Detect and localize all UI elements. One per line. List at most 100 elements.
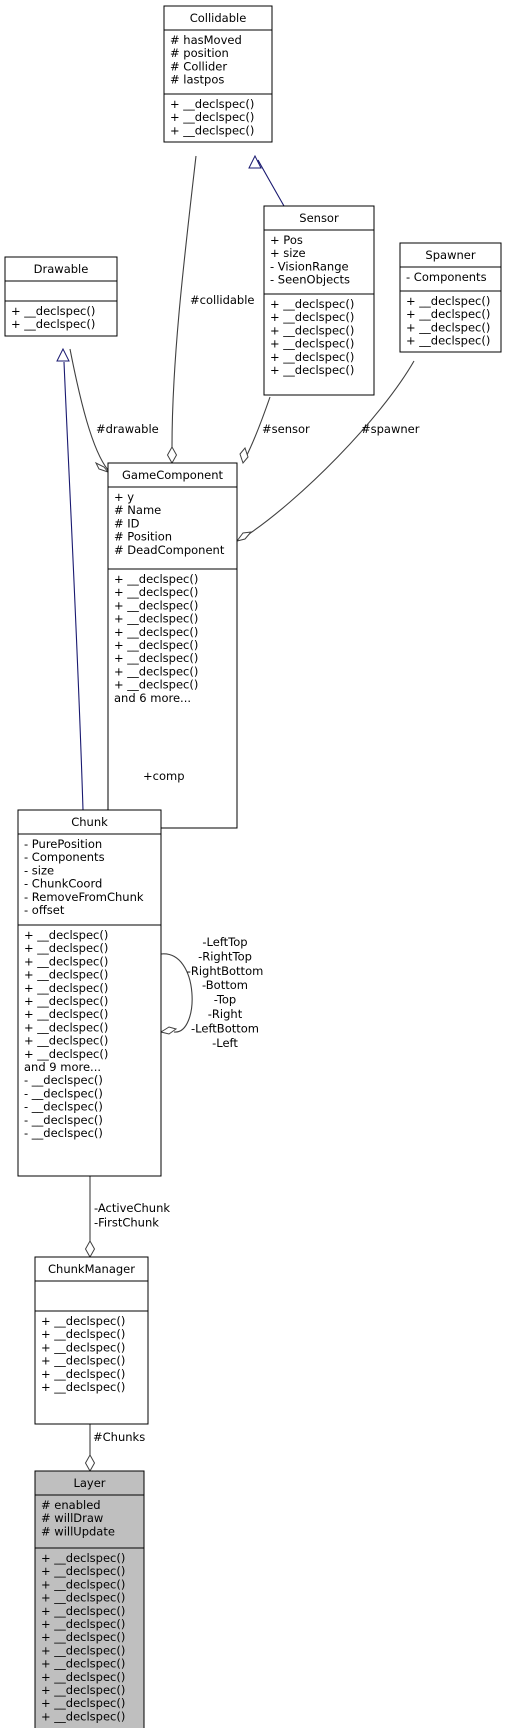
class-layer: Layer# enabled# willDraw# willUpdate+ __… bbox=[34, 1470, 145, 1728]
relation-label: #sensor bbox=[262, 422, 310, 436]
class-method: + __declspec() bbox=[41, 1380, 125, 1394]
association-self bbox=[160, 953, 193, 1033]
aggregation-diamond bbox=[166, 445, 178, 465]
class-attribute: # ID bbox=[114, 516, 140, 530]
classes-layer: Collidable# hasMoved# position# Collider… bbox=[4, 5, 502, 1728]
class-method: + __declspec() bbox=[114, 638, 198, 652]
class-method: + __declspec() bbox=[24, 1047, 108, 1061]
association-drawable bbox=[69, 348, 109, 471]
relation-label: -LeftBottom bbox=[191, 1021, 259, 1035]
class-attribute: - RemoveFromChunk bbox=[24, 890, 144, 904]
class-method: + __declspec() bbox=[24, 981, 108, 995]
class-method: + __declspec() bbox=[24, 928, 108, 942]
association-collidable bbox=[171, 155, 197, 448]
class-attribute: - ChunkCoord bbox=[24, 877, 102, 891]
class-method: + __declspec() bbox=[41, 1617, 125, 1631]
class-attribute: # lastpos bbox=[170, 73, 224, 87]
class-method: + __declspec() bbox=[114, 598, 198, 612]
class-method: + __declspec() bbox=[170, 110, 254, 124]
class-method: + __declspec() bbox=[270, 337, 354, 351]
class-method: + __declspec() bbox=[114, 572, 198, 586]
class-attribute: # Name bbox=[114, 503, 161, 517]
class-method: + __declspec() bbox=[24, 1007, 108, 1021]
class-box bbox=[399, 242, 502, 353]
class-method: + __declspec() bbox=[114, 585, 198, 599]
class-box bbox=[34, 1470, 145, 1728]
relation-label: -LeftTop bbox=[202, 935, 247, 949]
class-spawner: Spawner- Components+ __declspec()+ __dec… bbox=[399, 242, 502, 353]
class-name: Chunk bbox=[71, 815, 108, 829]
class-method: + __declspec() bbox=[41, 1327, 125, 1341]
class-name: Drawable bbox=[34, 262, 89, 276]
class-drawable: Drawable+ __declspec()+ __declspec() bbox=[4, 256, 118, 337]
class-attribute: - PurePosition bbox=[24, 837, 102, 851]
class-attribute: # Position bbox=[114, 530, 172, 544]
class-box bbox=[4, 256, 118, 337]
relation-label: -Right bbox=[208, 1007, 243, 1021]
inheritance-sensor-collidable bbox=[257, 159, 285, 207]
class-method: + __declspec() bbox=[41, 1564, 125, 1578]
relation-label: #drawable bbox=[96, 422, 159, 436]
class-method: + __declspec() bbox=[11, 304, 95, 318]
class-method: + __declspec() bbox=[41, 1670, 125, 1684]
class-method: + __declspec() bbox=[41, 1657, 125, 1671]
relation-label: -FirstChunk bbox=[94, 1215, 159, 1229]
class-method: and 9 more... bbox=[24, 1060, 101, 1074]
class-method: + __declspec() bbox=[24, 994, 108, 1008]
class-name: Collidable bbox=[190, 11, 247, 25]
class-attribute: # willDraw bbox=[41, 1511, 103, 1525]
class-method: + __declspec() bbox=[41, 1683, 125, 1697]
class-box bbox=[107, 462, 238, 829]
class-method: + __declspec() bbox=[270, 350, 354, 364]
class-method: + __declspec() bbox=[41, 1354, 125, 1368]
class-method: + __declspec() bbox=[41, 1551, 125, 1565]
relation-labels-layer: #collidable#drawable#sensor#spawner+comp… bbox=[93, 293, 420, 1444]
class-method: + __declspec() bbox=[114, 664, 198, 678]
class-name: Sensor bbox=[299, 211, 339, 225]
inheritance-arrow bbox=[248, 154, 262, 169]
class-method: + __declspec() bbox=[406, 294, 490, 308]
class-attribute: - size bbox=[24, 863, 54, 877]
class-attribute: + y bbox=[114, 490, 134, 504]
relation-label: -ActiveChunk bbox=[94, 1201, 170, 1215]
class-method: + __declspec() bbox=[170, 123, 254, 137]
class-method: + __declspec() bbox=[24, 1034, 108, 1048]
class-method: + __declspec() bbox=[114, 612, 198, 626]
class-method: + __declspec() bbox=[41, 1340, 125, 1354]
class-sensor: Sensor+ Pos+ size- VisionRange- SeenObje… bbox=[263, 205, 375, 396]
class-attribute: # willUpdate bbox=[41, 1524, 115, 1538]
class-attribute: # DeadComponent bbox=[114, 543, 225, 557]
class-method: + __declspec() bbox=[41, 1696, 125, 1710]
relation-label: -RightBottom bbox=[187, 964, 264, 978]
class-method: - __declspec() bbox=[24, 1100, 103, 1114]
class-gamecomponent: GameComponent+ y# Name# ID# Position# De… bbox=[107, 462, 238, 829]
class-name: Spawner bbox=[425, 248, 475, 262]
class-method: - __declspec() bbox=[24, 1126, 103, 1140]
class-attribute: - Components bbox=[24, 850, 105, 864]
aggregation-diamond bbox=[94, 461, 110, 474]
inheritance-chunk-drawable bbox=[63, 361, 84, 811]
class-collidable: Collidable# hasMoved# position# Collider… bbox=[163, 5, 273, 143]
association-sensor bbox=[245, 396, 271, 458]
class-box bbox=[34, 1256, 149, 1425]
relation-label: -Bottom bbox=[202, 978, 248, 992]
class-method: + __declspec() bbox=[41, 1314, 125, 1328]
class-method: + __declspec() bbox=[406, 320, 490, 334]
class-method: - __declspec() bbox=[24, 1073, 103, 1087]
class-method: + __declspec() bbox=[24, 954, 108, 968]
class-method: + __declspec() bbox=[24, 941, 108, 955]
class-method: + __declspec() bbox=[270, 297, 354, 311]
relation-label: #spawner bbox=[361, 422, 420, 436]
class-name: Layer bbox=[73, 1476, 105, 1490]
association-spawner bbox=[245, 360, 415, 537]
class-chunk: Chunk - PurePosition- Components- size- C… bbox=[17, 809, 162, 1177]
class-method: + __declspec() bbox=[114, 625, 198, 639]
relation-label: -RightTop bbox=[198, 949, 252, 963]
class-name: ChunkManager bbox=[48, 1262, 135, 1276]
class-method: + __declspec() bbox=[41, 1577, 125, 1591]
class-method: + __declspec() bbox=[41, 1367, 125, 1381]
class-box bbox=[163, 5, 273, 143]
class-box bbox=[263, 205, 375, 396]
class-attribute: + Pos bbox=[270, 233, 303, 247]
